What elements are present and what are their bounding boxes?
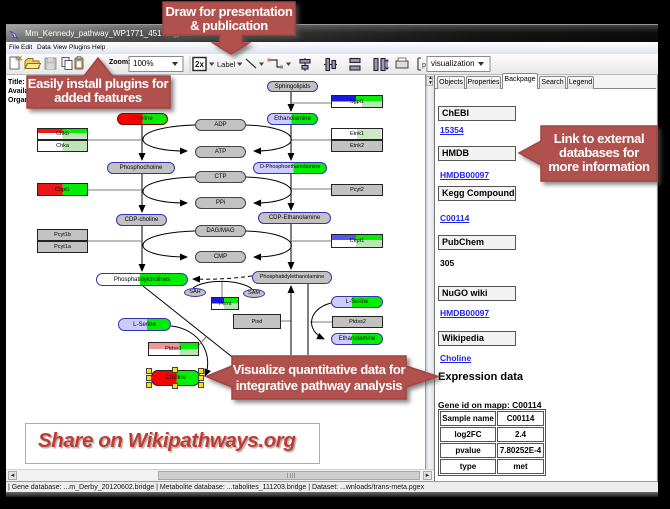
svg-text:p: p [422,62,426,69]
svg-text:Link to external: Link to external [554,131,644,146]
svg-text:Draw for presentation: Draw for presentation [165,4,292,19]
svg-text:Label: Label [217,60,236,69]
svg-text:Visualize quantitative data f: Visualize quantitative data for [233,362,406,377]
svg-text:integrative pathway analysis: integrative pathway analysis [236,378,403,393]
svg-text:2x: 2x [195,60,204,69]
svg-text:databases for: databases for [559,145,639,160]
svg-text:& publication: & publication [190,18,268,33]
svg-text:Easily install plugins for: Easily install plugins for [28,76,169,91]
svg-text:added features: added features [54,90,142,105]
svg-text:more information: more information [548,159,650,174]
